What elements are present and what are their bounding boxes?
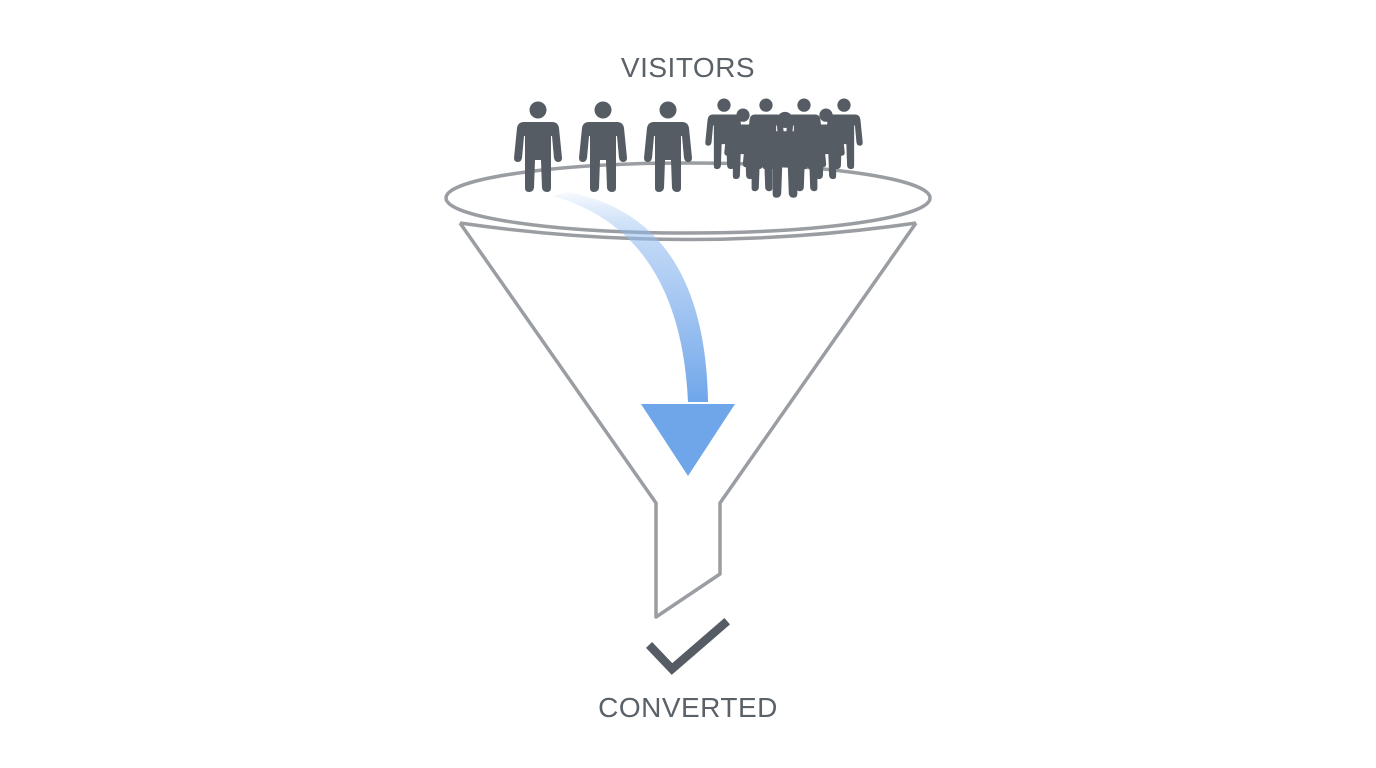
checkmark-icon	[645, 618, 730, 675]
funnel-rim	[444, 161, 932, 235]
person-icon	[579, 101, 627, 192]
converted-label: CONVERTED	[598, 692, 778, 723]
visitors-label: VISITORS	[620, 52, 756, 83]
funnel-body	[458, 221, 918, 619]
person-icon	[644, 101, 692, 192]
crowd-icon	[705, 98, 863, 198]
person-icon	[514, 101, 562, 192]
down-arrow-icon	[553, 192, 735, 476]
visitor-icons	[514, 98, 863, 198]
funnel-icon	[444, 161, 932, 619]
funnel-rim-inner	[459, 221, 917, 242]
